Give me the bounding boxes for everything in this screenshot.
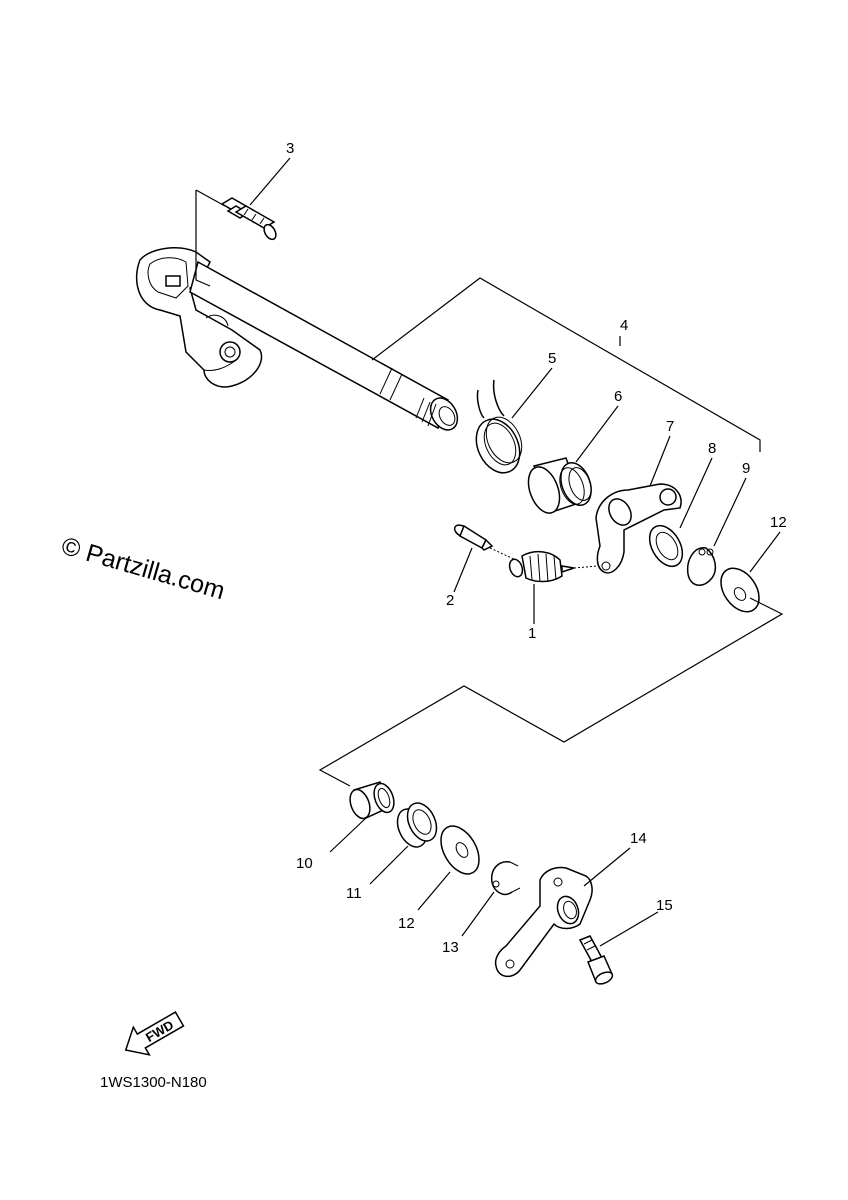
ref-line-lower: [318, 597, 784, 787]
part-9-circlip[interactable]: [686, 547, 717, 586]
part-8-washer[interactable]: [643, 520, 689, 572]
callout-8: 8: [708, 440, 716, 457]
fwd-arrow-icon: FWD: [124, 1011, 185, 1056]
callout-4: 4: [620, 317, 628, 334]
part-12-washer-lower[interactable]: [433, 819, 487, 880]
part-6-collar[interactable]: [523, 457, 597, 517]
leader-5: [511, 367, 553, 419]
ref-line-group-4: [371, 277, 761, 452]
part-3-stud-bolt[interactable]: [220, 197, 278, 241]
part-10-needle-bearing[interactable]: [346, 781, 397, 821]
leader-14: [583, 847, 631, 887]
callout-2: 2: [446, 592, 454, 609]
part-2-pin[interactable]: [453, 523, 494, 551]
leader-7: [649, 435, 671, 487]
leader-2: [453, 547, 473, 593]
leader-6: [575, 405, 619, 463]
watermark-text: © Partzilla.com: [58, 532, 228, 605]
ref-line-stud: [195, 189, 226, 287]
callout-10: 10: [296, 855, 313, 872]
callout-11: 11: [346, 885, 362, 902]
part-11-oil-seal[interactable]: [392, 798, 442, 851]
callout-9: 9: [742, 460, 750, 477]
callout-12-upper: 12: [770, 514, 787, 531]
callout-1: 1: [528, 625, 536, 642]
callout-14: 14: [630, 830, 647, 847]
leader-8: [679, 457, 713, 529]
callout-13: 13: [442, 939, 459, 956]
diagram-code: 1WS1300-N180: [100, 1074, 207, 1091]
leader-12-upper: [749, 531, 781, 573]
shift-shaft[interactable]: [189, 260, 463, 435]
leader-15: [599, 911, 659, 947]
part-1-coil-spring[interactable]: [489, 547, 599, 583]
callout-3: 3: [286, 140, 294, 157]
part-15-bolt[interactable]: [578, 935, 614, 986]
leader-3: [249, 157, 291, 206]
part-7-arm-plate[interactable]: [595, 483, 682, 574]
callout-5: 5: [548, 350, 556, 367]
callout-15: 15: [656, 897, 673, 914]
part-5-torsion-spring[interactable]: [468, 379, 529, 480]
leader-11: [369, 845, 409, 885]
shaft-bracket[interactable]: [135, 247, 263, 388]
leader-12-lower: [417, 871, 451, 911]
part-12-washer-upper[interactable]: [713, 561, 767, 619]
leader-13: [461, 891, 495, 937]
part-13-e-clip[interactable]: [490, 861, 521, 896]
callout-7: 7: [666, 418, 674, 435]
callout-12-lower: 12: [398, 915, 415, 932]
part-14-shift-arm[interactable]: [494, 866, 593, 978]
leader-10: [329, 817, 367, 853]
callout-6: 6: [614, 388, 622, 405]
leader-9: [713, 477, 747, 547]
